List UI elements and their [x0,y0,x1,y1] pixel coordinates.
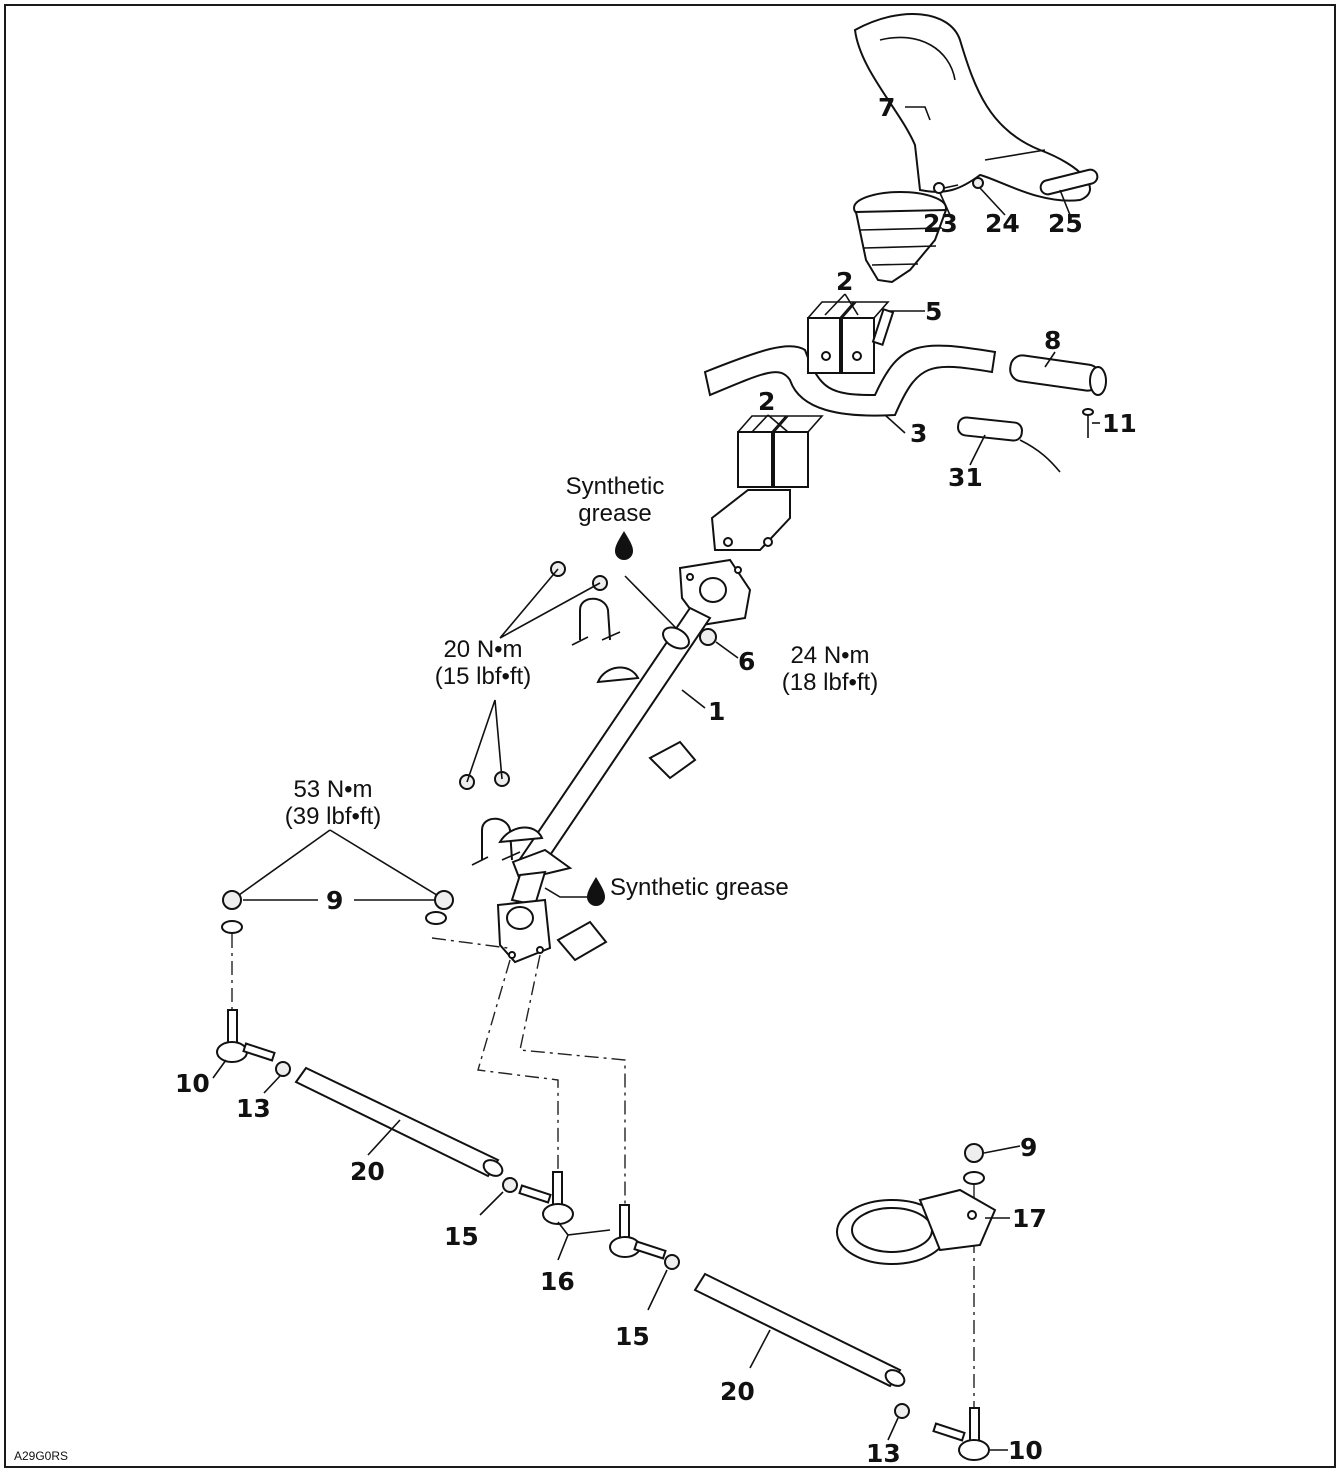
steering-arm-17 [836,1188,997,1265]
callout-10-right: 10 [1008,1436,1043,1465]
callout-17: 17 [1012,1204,1047,1233]
callout-7: 7 [878,93,895,122]
grease-drop-icon [587,877,605,906]
tie-rod-end-left [216,1009,276,1063]
callout-20-left: 20 [350,1157,385,1186]
steering-cover [853,13,1091,202]
torque-flange-imperial: (18 lbf•ft) [782,669,878,696]
handlebar [703,344,997,417]
callout-5: 5 [925,297,942,326]
nut-24 [972,177,984,189]
torque-flange-metric: 24 N•m [790,642,869,669]
jam-nut-13-left [275,1061,291,1077]
callout-3: 3 [910,419,927,448]
diagram-frame [4,4,1336,1468]
callout-25: 25 [1048,209,1083,238]
tie-rod-end-right [932,1407,990,1461]
steering-boot [853,191,948,284]
jam-nut-13-right [894,1403,910,1419]
jam-nut-15-left [502,1177,518,1193]
rivet-11 [1082,408,1094,438]
center-tie-rod-end-b [609,1204,667,1260]
washer-left [221,920,243,934]
u-clamp-upper [550,561,640,684]
grip-8 [1009,354,1107,396]
screw-23 [933,182,959,194]
upper-flange [678,558,752,627]
lower-clamps [737,415,824,488]
arm-washer [963,1171,985,1185]
callout-23: 23 [923,209,958,238]
callout-16: 16 [540,1267,575,1296]
torque-upper-imperial: (15 lbf•ft) [435,663,531,690]
washer-right [425,911,447,925]
lower-flange [496,898,552,964]
figure-code: A29G0RS [14,1449,68,1463]
callout-13-right: 13 [866,1439,901,1468]
callout-10-left: 10 [175,1069,210,1098]
callout-2-upper: 2 [836,267,853,296]
torque-tierod-metric: 53 N•m [293,776,372,803]
tie-rod-nut-left [222,890,242,910]
jam-nut-15-right [664,1254,680,1270]
tie-rod-nut-right [434,890,454,910]
callout-20-right: 20 [720,1377,755,1406]
arm-nut-9 [964,1143,984,1163]
flange-nut-6 [699,628,717,646]
callout-1: 1 [708,697,725,726]
callout-31: 31 [948,463,983,492]
center-tie-rod-end-a [518,1171,574,1225]
callout-9-left: 9 [326,886,343,915]
callout-24: 24 [985,209,1020,238]
grease-upper-line2: grease [578,500,651,527]
torque-upper-metric: 20 N•m [443,636,522,663]
grease-lower-label: Synthetic grease [610,874,789,901]
tie-rod-left [294,1066,504,1178]
bushings [556,740,697,962]
tie-rod-right [693,1272,906,1388]
callout-11: 11 [1102,409,1137,438]
steering-column [510,606,712,907]
callout-15-right: 15 [615,1322,650,1351]
grease-drop-icon [615,531,633,560]
upper-support [710,489,791,551]
callout-15-left: 15 [444,1222,479,1251]
heating-element-31 [957,416,1061,473]
callout-2-lower: 2 [758,387,775,416]
clamp-bolt-5 [871,308,895,346]
callout-8: 8 [1044,326,1061,355]
upper-clamps [807,301,890,374]
callout-6: 6 [738,647,755,676]
grease-upper-line1: Synthetic [566,473,665,500]
callout-9-right: 9 [1020,1133,1037,1162]
callout-13-left: 13 [236,1094,271,1123]
heating-element-25 [1039,168,1099,196]
torque-tierod-imperial: (39 lbf•ft) [285,803,381,830]
